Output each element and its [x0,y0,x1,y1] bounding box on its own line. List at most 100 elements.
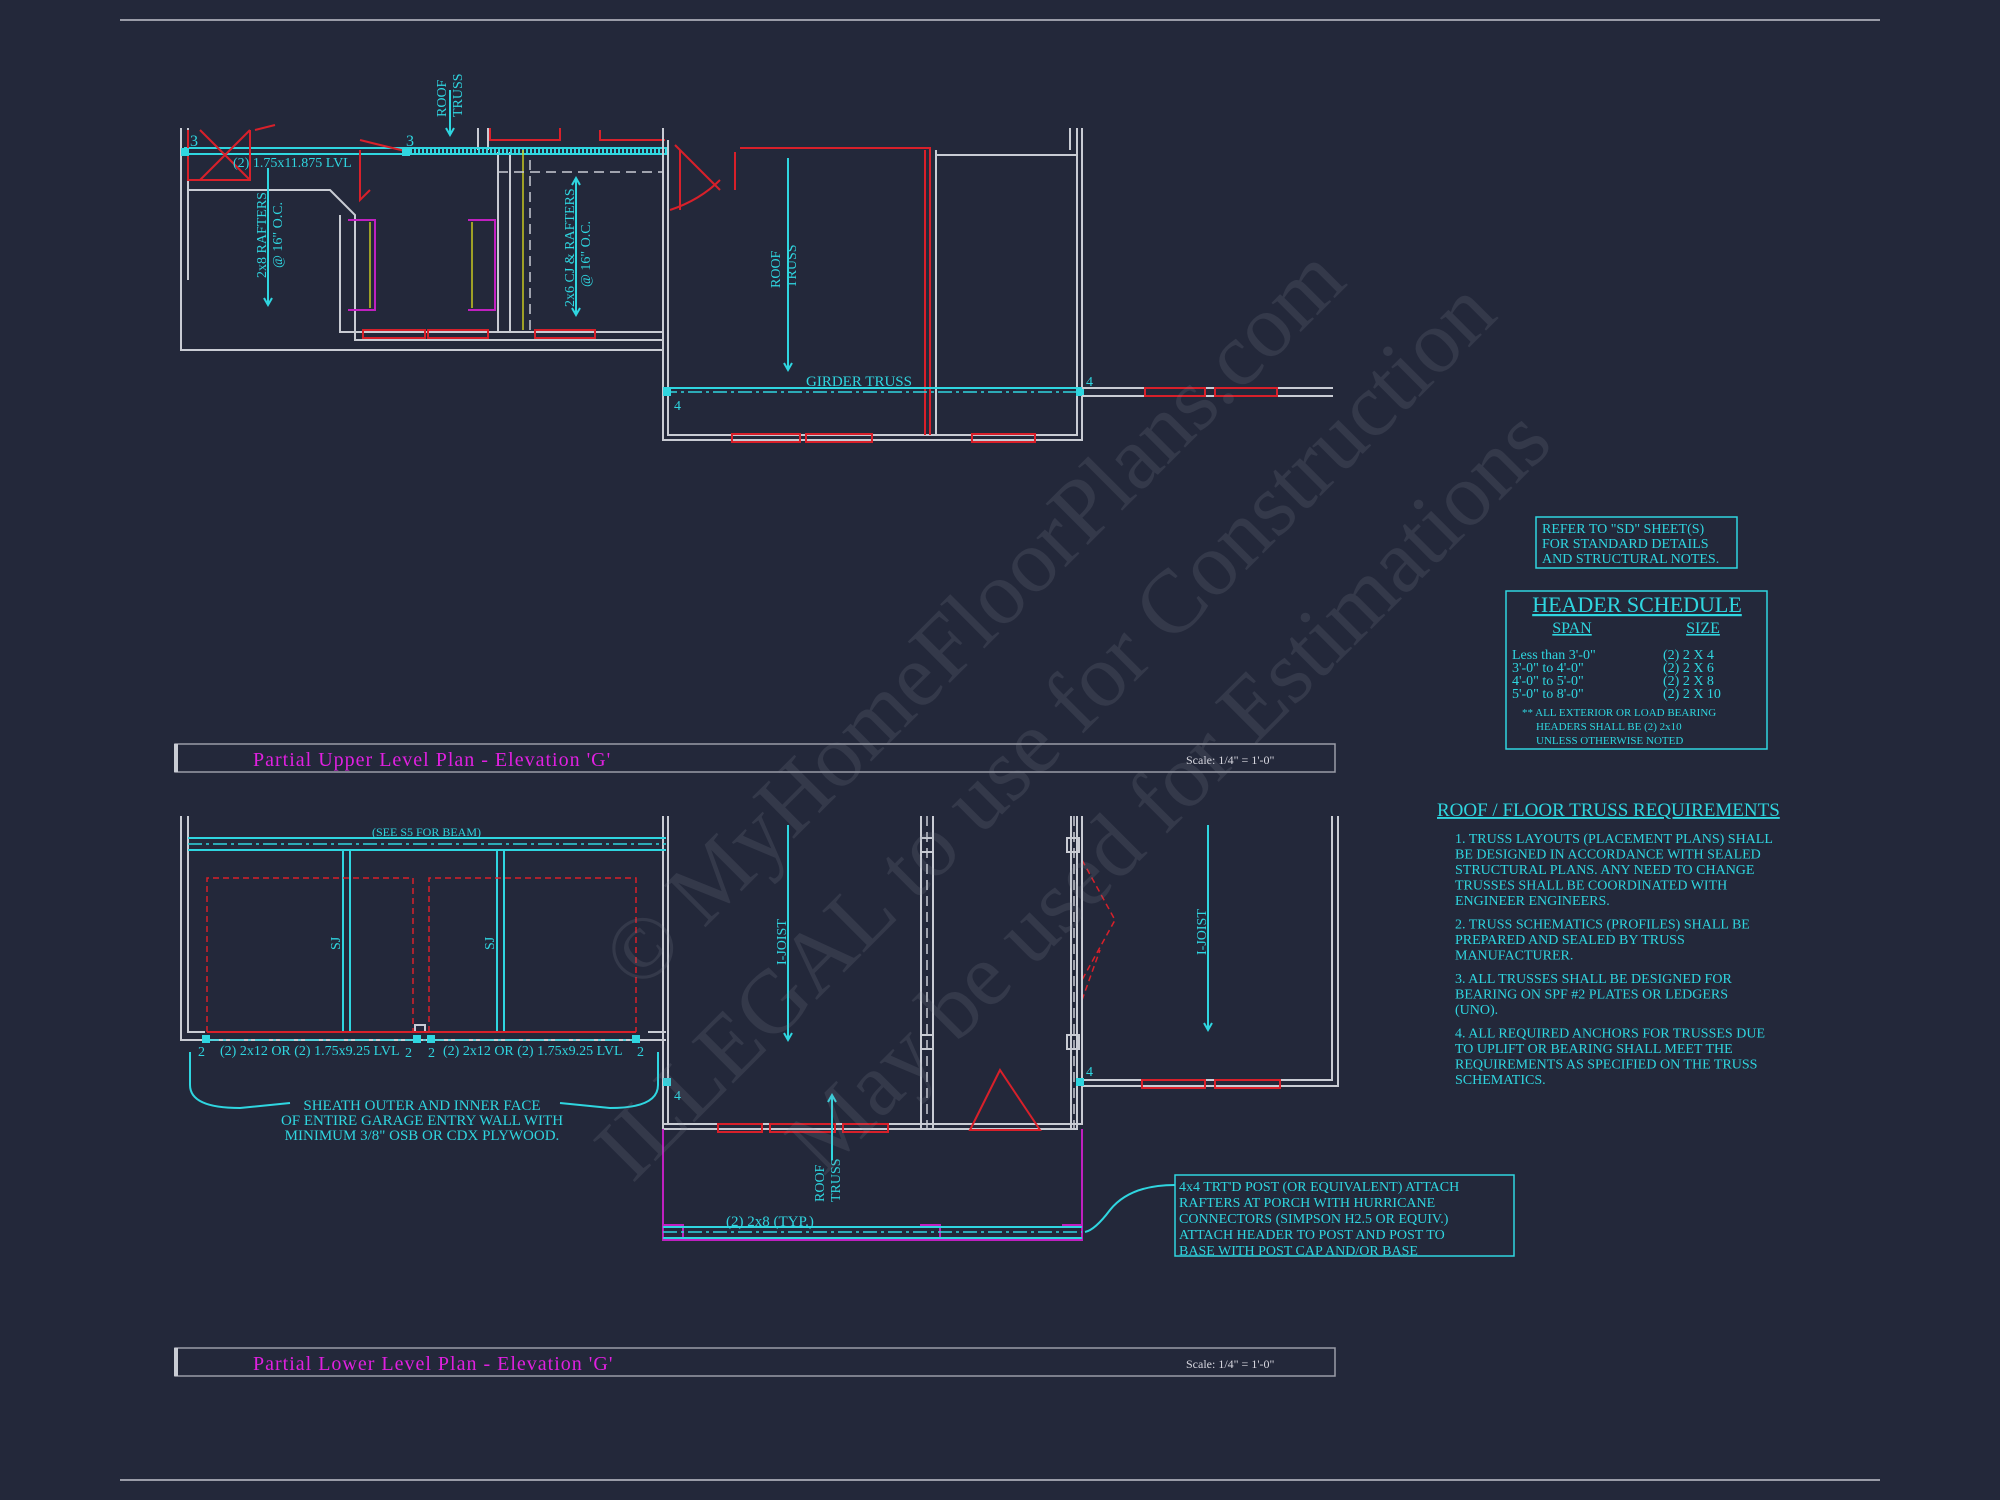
truss-note-line: BE DESIGNED IN ACCORDANCE WITH SEALED [1455,848,1761,863]
grid-tag: 4 [1086,375,1093,390]
header-right-label: (2) 2x12 OR (2) 1.75x9.25 LVL [443,1044,623,1059]
svg-text:Less than 3'-0": Less than 3'-0" [1512,648,1596,663]
truss-note-line: ENGINEER ENGINEERS. [1455,894,1610,909]
svg-text:(2) 2 X 10: (2) 2 X 10 [1663,687,1721,702]
roof-truss-porch-label: ROOF TRUSS [813,1158,844,1202]
span-column-header: SPAN [1552,620,1592,637]
schedule-row: 5'-0" to 8'-0" (2) 2 X 10 [1512,687,1721,702]
schedule-footnote: ** ALL EXTERIOR OR LOAD BEARING [1522,707,1716,719]
truss-note-line: BEARING ON SPF #2 PLATES OR LEDGERS [1455,988,1728,1003]
svg-text:May be used for Estimations: May be used for Estimations [767,390,1569,1192]
porch-header-label: (2) 2x8 (TYP.) [726,1214,814,1230]
truss-note-line: 2. TRUSS SCHEMATICS (PROFILES) SHALL BE [1455,918,1750,933]
grid-tag: 2 [428,1046,435,1061]
schedule-row: 4'-0" to 5'-0" (2) 2 X 8 [1512,674,1714,689]
svg-text:ILLEGAL to use for Constructio: ILLEGAL to use for Construction [576,261,1513,1198]
svg-text:CONNECTORS (SIMPSON H2.5 OR EQ: CONNECTORS (SIMPSON H2.5 OR EQUIV.) [1179,1212,1449,1227]
svg-text:4'-0" to 5'-0": 4'-0" to 5'-0" [1512,674,1584,689]
header-schedule: HEADER SCHEDULE SPAN SIZE Less than 3'-0… [1505,590,1768,750]
rafters-right-label: 2x6 CJ & RAFTERS @ 16" O.C. [563,188,594,307]
see-beam-label: (SEE S5 FOR BEAM) [372,825,481,839]
truss-note-line: TRUSSES SHALL BE COORDINATED WITH [1455,879,1727,894]
truss-note-line: REQUIREMENTS AS SPECIFIED ON THE TRUSS [1455,1058,1757,1073]
post-note-box: 4x4 TRT'D POST (OR EQUIVALENT) ATTACH RA… [1174,1174,1515,1259]
truss-note-2: 2. TRUSS SCHEMATICS (PROFILES) SHALL BEP… [1455,918,1750,964]
roof-truss-mid-label: ROOF TRUSS [769,244,800,288]
truss-note-line: 1. TRUSS LAYOUTS (PLACEMENT PLANS) SHALL [1455,832,1773,847]
svg-text:@ 16" O.C.: @ 16" O.C. [271,202,286,268]
grid-tag: 2 [637,1045,644,1060]
svg-text:RAFTERS AT PORCH WITH HURRICAN: RAFTERS AT PORCH WITH HURRICANE [1179,1196,1435,1211]
schedule-row: Less than 3'-0" (2) 2 X 4 [1512,648,1714,663]
svg-text:REFER TO "SD" SHEET(S): REFER TO "SD" SHEET(S) [1542,522,1705,537]
grid-tag: 4 [674,1089,681,1104]
svg-text:4x4 TRT'D POST (OR EQUIVALENT): 4x4 TRT'D POST (OR EQUIVALENT) ATTACH [1179,1180,1459,1195]
svg-text:© MyHomeFloorPlans.com: © MyHomeFloorPlans.com [584,228,1363,1007]
truss-note-line: TO UPLIFT OR BEARING SHALL MEET THE [1455,1042,1733,1057]
i-joist-label: I-JOIST [775,919,790,965]
truss-note-line: 4. ALL REQUIRED ANCHORS FOR TRUSSES DUE [1455,1027,1765,1042]
svg-text:SHEATH OUTER AND INNER FACE: SHEATH OUTER AND INNER FACE [303,1098,540,1114]
grid-tag: 4 [674,399,681,414]
truss-note-line: STRUCTURAL PLANS. ANY NEED TO CHANGE [1455,863,1754,878]
upper-plan: 3 3 (2) 1.75x11.875 LVL ROOF TRUSS 2x8 R… [180,73,1333,443]
svg-text:3'-0" to 4'-0": 3'-0" to 4'-0" [1512,661,1584,676]
truss-note-line: PREPARED AND SEALED BY TRUSS [1455,933,1685,948]
svg-text:ROOF: ROOF [435,79,450,117]
truss-note-line: 3. ALL TRUSSES SHALL BE DESIGNED FOR [1455,972,1732,987]
svg-text:ROOF: ROOF [769,250,784,288]
header-left-label: (2) 2x12 OR (2) 1.75x9.25 LVL [220,1044,400,1059]
lower-plan-title: Partial Lower Level Plan - Elevation 'G' [253,1353,613,1375]
i-joist-label: I-JOIST [1195,909,1210,955]
svg-text:OF ENTIRE GARAGE ENTRY WALL WI: OF ENTIRE GARAGE ENTRY WALL WITH [281,1113,563,1129]
svg-text:(2) 2 X 4: (2) 2 X 4 [1663,648,1714,663]
watermark: © MyHomeFloorPlans.com ILLEGAL to use fo… [576,228,1569,1198]
svg-text:5'-0" to 8'-0": 5'-0" to 8'-0" [1512,687,1584,702]
upper-plan-title-block: Partial Upper Level Plan - Elevation 'G'… [174,743,1336,773]
truss-requirements-title: ROOF / FLOOR TRUSS REQUIREMENTS [1437,800,1780,821]
svg-text:FOR STANDARD DETAILS: FOR STANDARD DETAILS [1542,537,1709,552]
lower-plan-scale: Scale: 1/4" = 1'-0" [1186,1357,1274,1371]
grid-tag: 2 [198,1045,205,1060]
svg-text:TRUSS: TRUSS [829,1158,844,1202]
roof-truss-label: ROOF TRUSS [435,73,466,117]
size-column-header: SIZE [1686,620,1720,637]
girder-truss-label: GIRDER TRUSS [806,374,912,390]
svg-text:(2) 2 X 8: (2) 2 X 8 [1663,674,1714,689]
svg-text:AND STRUCTURAL NOTES.: AND STRUCTURAL NOTES. [1542,552,1719,567]
sj-label: SJ [329,936,344,950]
svg-text:UNLESS OTHERWISE NOTED: UNLESS OTHERWISE NOTED [1536,735,1683,747]
rafters-left-label: 2x8 RAFTERS @ 16" O.C. [255,192,286,278]
svg-text:TRUSS: TRUSS [785,244,800,288]
svg-text:ATTACH HEADER TO POST AND POST: ATTACH HEADER TO POST AND POST TO [1179,1228,1445,1243]
svg-text:HEADERS SHALL BE (2) 2x10: HEADERS SHALL BE (2) 2x10 [1536,721,1682,733]
svg-text:ROOF: ROOF [813,1164,828,1202]
truss-note-line: MANUFACTURER. [1455,949,1573,964]
svg-text:MINIMUM 3/8" OSB OR CDX PLYWOO: MINIMUM 3/8" OSB OR CDX PLYWOOD. [285,1128,560,1144]
truss-note-line: (UNO). [1455,1003,1498,1018]
truss-note-3: 3. ALL TRUSSES SHALL BE DESIGNED FORBEAR… [1455,972,1732,1018]
grid-tag: 2 [405,1046,412,1061]
sj-label: SJ [483,936,498,950]
header-schedule-title: HEADER SCHEDULE [1532,592,1742,617]
svg-text:2x8 RAFTERS: 2x8 RAFTERS [255,192,270,278]
upper-plan-title: Partial Upper Level Plan - Elevation 'G' [253,749,611,771]
truss-note-4: 4. ALL REQUIRED ANCHORS FOR TRUSSES DUET… [1455,1027,1765,1089]
svg-text:(2) 2 X 6: (2) 2 X 6 [1663,661,1714,676]
grid-tag: 4 [1086,1065,1093,1080]
schedule-row: 3'-0" to 4'-0" (2) 2 X 6 [1512,661,1714,676]
svg-text:2x6 CJ & RAFTERS: 2x6 CJ & RAFTERS [563,188,578,307]
upper-plan-scale: Scale: 1/4" = 1'-0" [1186,753,1274,767]
lower-plan: (SEE S5 FOR BEAM) SJ SJ 2 (2) 2x12 OR (2… [180,816,1515,1259]
truss-note-line: SCHEMATICS. [1455,1073,1546,1088]
sheath-note: SHEATH OUTER AND INNER FACE OF ENTIRE GA… [281,1098,563,1144]
truss-requirements: ROOF / FLOOR TRUSS REQUIREMENTS 1. TRUSS… [1437,800,1780,1088]
svg-text:@ 16" O.C.: @ 16" O.C. [579,221,594,287]
beam-label: (2) 1.75x11.875 LVL [233,156,352,171]
grid-tag: 3 [190,133,198,150]
truss-note-1: 1. TRUSS LAYOUTS (PLACEMENT PLANS) SHALL… [1455,832,1773,909]
svg-text:BASE WITH POST CAP AND/OR BASE: BASE WITH POST CAP AND/OR BASE [1179,1244,1418,1259]
refer-note-box: REFER TO "SD" SHEET(S) FOR STANDARD DETA… [1535,516,1738,569]
